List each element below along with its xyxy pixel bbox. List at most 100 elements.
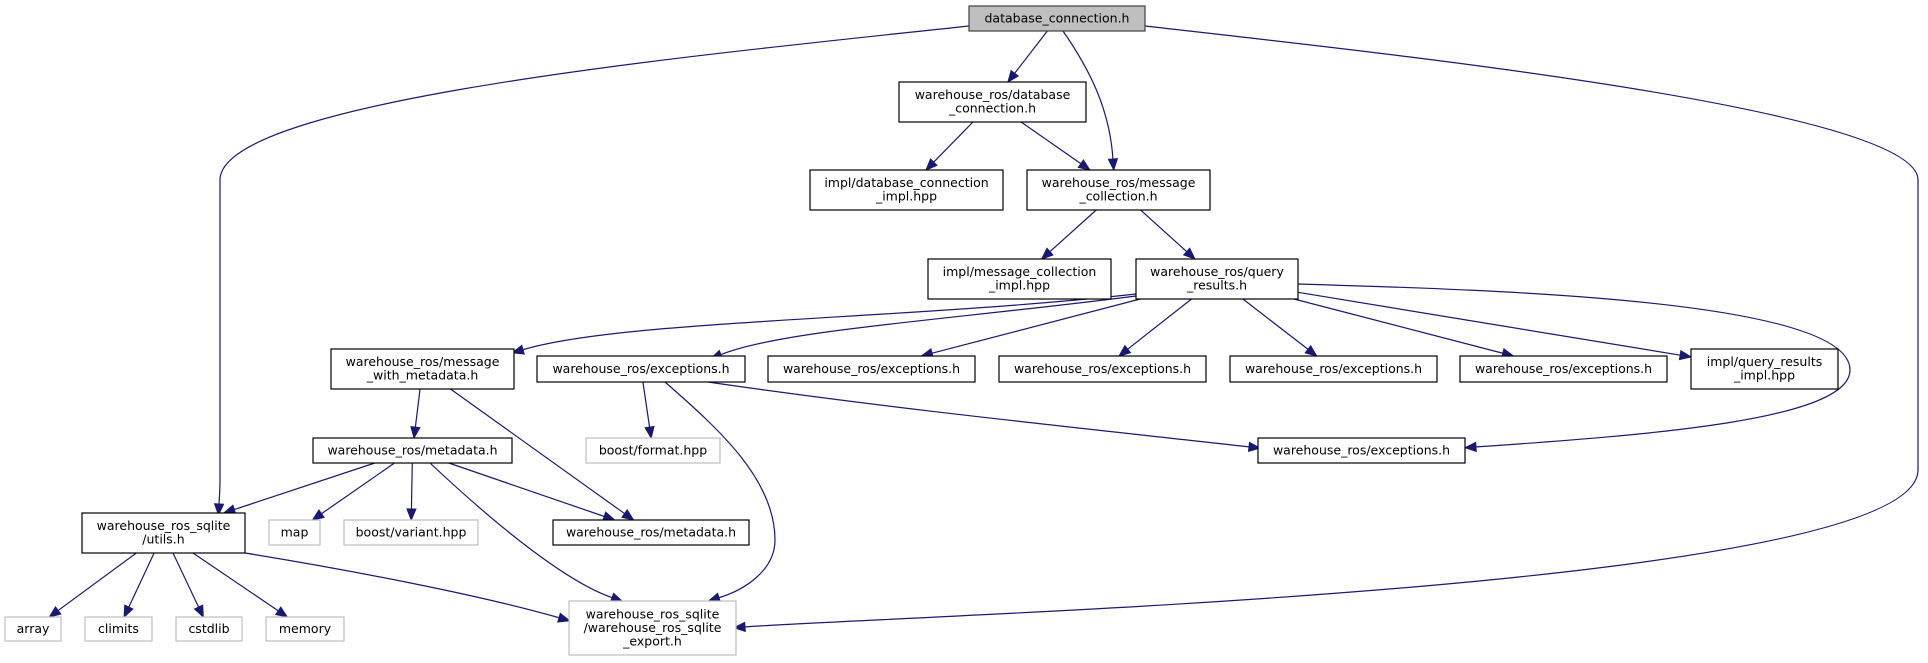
- edge-utils-to-memory: [192, 552, 289, 618]
- node-label: impl/message_collection: [943, 264, 1097, 279]
- node-label: warehouse_ros/metadata.h: [566, 524, 736, 539]
- node-wr-query[interactable]: warehouse_ros/query_results.h: [1135, 258, 1299, 300]
- edge-line: [930, 298, 1141, 355]
- node-box: [585, 437, 721, 464]
- edge-utils-to-climits: [123, 552, 155, 619]
- arrowhead-icon: [1463, 441, 1477, 453]
- edge-wr_msgcoll-to-wr_query: [1140, 209, 1196, 260]
- edge-wr_query-to-exc4: [1242, 298, 1318, 357]
- node-wr-msgmeta[interactable]: warehouse_ros/message_with_metadata.h: [330, 348, 515, 390]
- edge-wr_query-to-exc5: [1293, 298, 1515, 359]
- edge-line: [1140, 209, 1188, 253]
- arrowhead-icon: [511, 344, 525, 355]
- node-box: [84, 616, 153, 642]
- node-box: [330, 348, 515, 390]
- arrowhead-icon: [311, 509, 325, 521]
- node-utils[interactable]: warehouse_ros_sqlite/utils.h: [81, 512, 246, 554]
- node-exc6[interactable]: warehouse_ros/exceptions.h: [1257, 437, 1466, 464]
- node-label: warehouse_ros_sqlite: [586, 606, 720, 621]
- edge-wr_msgmeta-to-wr_meta2: [450, 388, 635, 521]
- edge-line: [218, 25, 970, 506]
- node-box: [927, 258, 1112, 300]
- node-wr-meta2[interactable]: warehouse_ros/metadata.h: [552, 519, 750, 546]
- node-wr-dbconn[interactable]: warehouse_ros/database_connection.h: [898, 81, 1087, 123]
- edge-line: [172, 552, 200, 609]
- node-exc1[interactable]: warehouse_ros/exceptions.h: [536, 355, 746, 383]
- node-label: _connection.h: [948, 101, 1036, 116]
- node-box: [998, 355, 1207, 383]
- node-box: [536, 355, 746, 383]
- edge-line: [1126, 298, 1192, 351]
- edge-wr_meta1-to-wr_meta2: [448, 462, 616, 522]
- node-box: [968, 5, 1146, 32]
- node-box: [1257, 437, 1466, 464]
- arrowhead-icon: [193, 604, 204, 619]
- arrowhead-icon: [410, 425, 421, 440]
- arrowhead-icon: [925, 158, 938, 171]
- node-impl-msgcoll[interactable]: impl/message_collection_impl.hpp: [927, 258, 1112, 300]
- edge-wr_query-to-wr_msgmeta: [511, 293, 1137, 355]
- arrowhead-icon: [557, 612, 571, 623]
- node-label: /warehouse_ros_sqlite: [584, 620, 722, 635]
- node-impl-dbconn[interactable]: impl/database_connection_impl.hpp: [809, 169, 1004, 211]
- node-exc5[interactable]: warehouse_ros/exceptions.h: [1459, 355, 1668, 383]
- edge-wr_msgcoll-to-impl_msgcoll: [1040, 209, 1097, 260]
- node-label: warehouse_ros_sqlite: [97, 518, 231, 533]
- node-export: warehouse_ros_sqlite/warehouse_ros_sqlit…: [568, 600, 737, 656]
- node-label: warehouse_ros/exceptions.h: [1014, 361, 1191, 376]
- edge-line: [1048, 209, 1097, 253]
- node-label: warehouse_ros/exceptions.h: [1245, 361, 1422, 376]
- node-label: /utils.h: [142, 532, 184, 547]
- node-label: warehouse_ros/exceptions.h: [1475, 361, 1652, 376]
- node-exc3[interactable]: warehouse_ros/exceptions.h: [998, 355, 1207, 383]
- arrowhead-icon: [213, 503, 225, 517]
- node-root[interactable]: database_connection.h: [968, 5, 1146, 32]
- edge-line: [521, 293, 1137, 351]
- node-box: [1026, 169, 1211, 211]
- node-climits: climits: [84, 616, 153, 642]
- node-label: warehouse_ros/database: [915, 87, 1071, 102]
- node-label: _with_metadata.h: [366, 368, 479, 383]
- edge-line: [743, 25, 1919, 628]
- edge-root-to-utils: [213, 25, 970, 517]
- edge-utils-to-cstdlib: [172, 552, 204, 619]
- node-exc2[interactable]: warehouse_ros/exceptions.h: [767, 355, 976, 383]
- node-wr-msgcoll[interactable]: warehouse_ros/message_collection.h: [1026, 169, 1211, 211]
- node-box: [81, 512, 246, 554]
- edge-wr_meta1-to-utils: [222, 462, 375, 515]
- node-label: warehouse_ros/exceptions.h: [783, 361, 960, 376]
- edge-line: [932, 121, 974, 164]
- node-label: _impl.hpp: [988, 278, 1050, 293]
- node-label: cstdlib: [188, 621, 229, 636]
- node-exc4[interactable]: warehouse_ros/exceptions.h: [1229, 355, 1438, 383]
- node-box: [265, 616, 345, 642]
- node-box: [767, 355, 976, 383]
- node-box: [4, 616, 62, 642]
- arrowhead-icon: [732, 621, 746, 633]
- node-box: [552, 519, 750, 546]
- edge-line: [57, 552, 137, 612]
- node-box: [343, 519, 479, 546]
- node-box: [268, 519, 321, 546]
- edge-wr_query-to-exc1: [709, 295, 1137, 360]
- node-wr-meta1[interactable]: warehouse_ros/metadata.h: [312, 437, 513, 464]
- edge-line: [1013, 30, 1048, 75]
- edge-line: [642, 381, 651, 429]
- arrowhead-icon: [1247, 441, 1262, 453]
- arrowhead-icon: [406, 508, 417, 522]
- node-impl-query[interactable]: impl/query_results_impl.hpp: [1690, 348, 1839, 390]
- node-label: impl/query_results: [1707, 354, 1822, 369]
- arrowhead-icon: [123, 604, 134, 619]
- edge-wr_dbconn-to-impl_dbconn: [925, 121, 974, 171]
- arrowhead-icon: [48, 605, 62, 618]
- edge-wr_meta1-to-boost_variant: [406, 462, 417, 522]
- node-label: _results.h: [1186, 278, 1247, 293]
- edge-line: [244, 552, 561, 619]
- node-boost-format: boost/format.hpp: [585, 437, 721, 464]
- node-label: warehouse_ros/query: [1150, 264, 1284, 279]
- arrowhead-icon: [274, 606, 289, 618]
- edge-line: [192, 552, 280, 612]
- edge-line: [664, 381, 776, 599]
- edge-line: [233, 462, 375, 511]
- edge-wr_dbconn-to-wr_msgcoll: [1020, 121, 1091, 171]
